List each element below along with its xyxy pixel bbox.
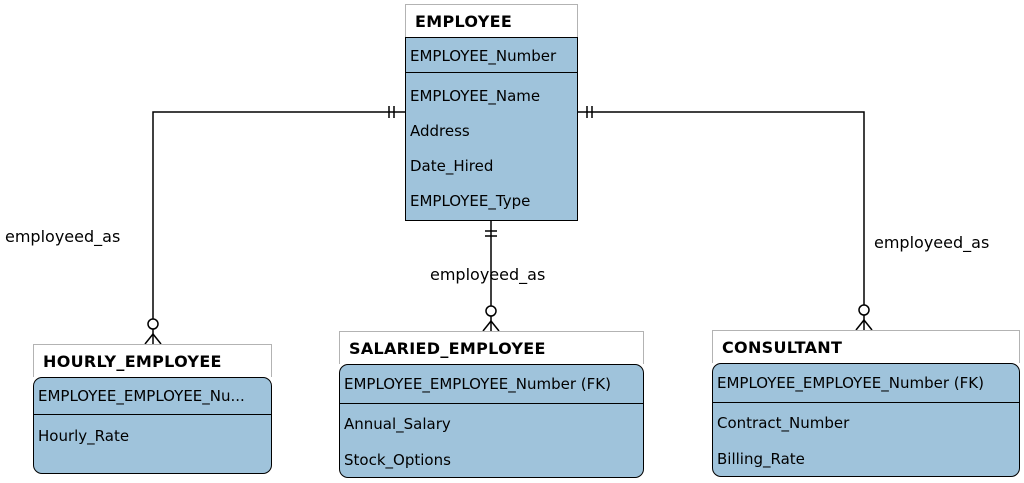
entity-title: EMPLOYEE xyxy=(405,4,578,37)
attribute: Hourly_Rate xyxy=(38,427,130,445)
attribute-list: Annual_Salary Stock_Options xyxy=(340,404,643,477)
attribute: EMPLOYEE_Type xyxy=(410,192,531,210)
attribute: Address xyxy=(410,122,470,140)
primary-key-section: EMPLOYEE_EMPLOYEE_Number (FK) xyxy=(340,365,643,404)
primary-key-section: EMPLOYEE_EMPLOYEE_Nu... xyxy=(34,378,271,415)
attribute: Stock_Options xyxy=(344,451,451,469)
attribute: Billing_Rate xyxy=(717,450,805,468)
attribute: EMPLOYEE_Name xyxy=(410,87,541,105)
attribute: Annual_Salary xyxy=(344,415,451,433)
entity-body: EMPLOYEE_EMPLOYEE_Number (FK) Contract_N… xyxy=(712,363,1020,477)
attribute-list: EMPLOYEE_Name Address Date_Hired EMPLOYE… xyxy=(406,73,577,219)
relationship-line-salaried xyxy=(482,221,500,332)
entity-hourly-employee[interactable]: HOURLY_EMPLOYEE EMPLOYEE_EMPLOYEE_Nu... … xyxy=(33,344,272,474)
attribute-list: Contract_Number Billing_Rate xyxy=(713,403,1019,476)
primary-key: EMPLOYEE_EMPLOYEE_Number (FK) xyxy=(717,374,984,392)
entity-employee[interactable]: EMPLOYEE EMPLOYEE_Number EMPLOYEE_Name A… xyxy=(405,4,578,221)
relationship-line-hourly xyxy=(144,106,405,345)
primary-key-section: EMPLOYEE_EMPLOYEE_Number (FK) xyxy=(713,364,1019,403)
relationship-label-consultant: employeed_as xyxy=(874,233,990,252)
entity-consultant[interactable]: CONSULTANT EMPLOYEE_EMPLOYEE_Number (FK)… xyxy=(712,330,1020,477)
entity-body: EMPLOYEE_EMPLOYEE_Nu... Hourly_Rate xyxy=(33,377,272,474)
primary-key: EMPLOYEE_Number xyxy=(410,47,557,65)
entity-body: EMPLOYEE_EMPLOYEE_Number (FK) Annual_Sal… xyxy=(339,364,644,478)
relationship-line-consultant xyxy=(578,106,873,331)
primary-key: EMPLOYEE_EMPLOYEE_Number (FK) xyxy=(344,375,611,393)
entity-salaried-employee[interactable]: SALARIED_EMPLOYEE EMPLOYEE_EMPLOYEE_Numb… xyxy=(339,331,644,478)
attribute: Contract_Number xyxy=(717,414,850,432)
entity-title: SALARIED_EMPLOYEE xyxy=(339,331,644,364)
entity-title: HOURLY_EMPLOYEE xyxy=(33,344,272,377)
primary-key-section: EMPLOYEE_Number xyxy=(406,38,577,73)
entity-title: CONSULTANT xyxy=(712,330,1020,363)
relationship-label-hourly: employeed_as xyxy=(5,227,121,246)
attribute-list: Hourly_Rate xyxy=(34,415,271,454)
entity-body: EMPLOYEE_Number EMPLOYEE_Name Address Da… xyxy=(405,37,578,221)
relationship-label-salaried: employeed_as xyxy=(430,265,546,284)
primary-key: EMPLOYEE_EMPLOYEE_Nu... xyxy=(38,387,245,405)
attribute: Date_Hired xyxy=(410,157,494,175)
